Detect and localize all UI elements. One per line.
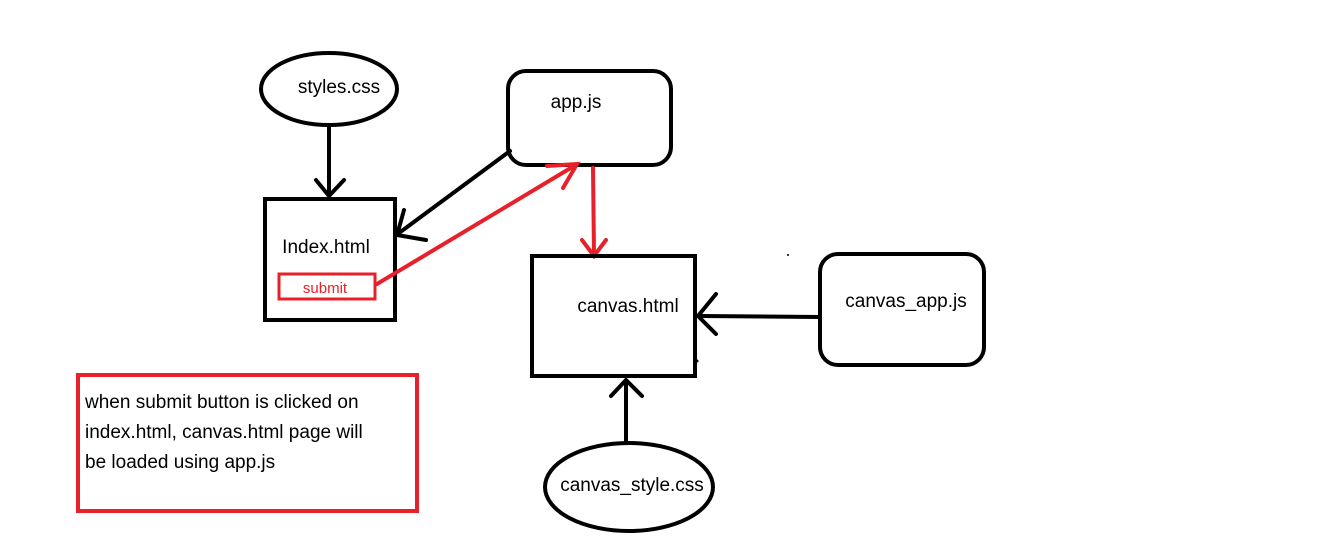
app-js-label: app.js [551,92,602,113]
stray-dot [787,254,789,256]
styles-css-label: styles.css [298,77,380,98]
canvas-app-js-node: canvas_app.js [818,252,986,367]
arrow-app-to-index [394,149,512,242]
arrow-app-to-canvas [580,166,608,260]
app-js-node: app.js [506,69,673,167]
submit-button-label: submit [303,280,348,297]
note-line-1: when submit button is clicked on [84,392,359,413]
index-html-node: Index.html [263,197,397,322]
index-html-label: Index.html [282,237,370,258]
canvas-app-js-label: canvas_app.js [845,291,966,312]
canvas-style-css-node: canvas_style.css [543,441,715,533]
arrow-submit-to-app [375,161,581,286]
arrow-canvas-style-to-canvas [609,377,644,444]
note-line-3: be loaded using app.js [85,452,275,473]
note-box: when submit button is clicked on index.h… [76,373,419,513]
canvas-html-node: canvas.html [530,254,697,378]
arrow-styles-to-index [314,124,346,200]
canvas-html-label: canvas.html [577,296,678,317]
styles-css-node: styles.css [259,51,399,127]
submit-button[interactable]: submit [277,272,377,301]
stray-dot [695,359,699,363]
note-line-2: index.html, canvas.html page will [85,422,363,443]
arrow-canvas-app-to-canvas [695,292,822,336]
canvas-style-css-label: canvas_style.css [560,475,704,496]
